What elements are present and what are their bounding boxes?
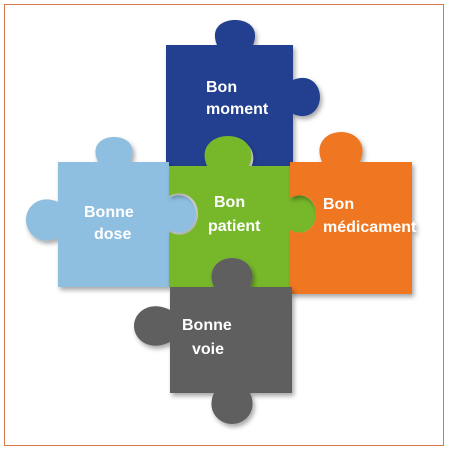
puzzle-piece-shape <box>166 20 320 168</box>
label-bon-medicament-line2: médicament <box>323 219 417 236</box>
label-bonne-dose-line2: dose <box>94 226 131 243</box>
puzzle-piece-shape <box>134 258 292 424</box>
puzzle-piece-bon-moment: Bon moment <box>166 20 320 168</box>
puzzle-piece-shape <box>26 137 196 287</box>
puzzle-piece-bonne-dose: Bonne dose <box>26 137 196 287</box>
puzzle-piece-bon-medicament: Bon médicament <box>290 132 417 294</box>
puzzle-piece-bonne-voie: Bonne voie <box>134 258 292 424</box>
puzzle-piece-shape <box>169 136 316 287</box>
puzzle-piece-shape <box>290 132 412 294</box>
label-bon-moment-line2: moment <box>206 101 269 118</box>
label-bon-patient-line1: Bon <box>214 194 245 211</box>
puzzle-piece-bon-patient: Bon patient <box>169 136 316 287</box>
label-bonne-voie-line2: voie <box>192 341 224 358</box>
label-bon-medicament-line1: Bon <box>323 196 354 213</box>
label-bonne-dose-line1: Bonne <box>84 204 134 221</box>
label-bon-patient-line2: patient <box>208 218 261 235</box>
label-bon-moment-line1: Bon <box>206 79 237 96</box>
label-bonne-voie-line1: Bonne <box>182 317 232 334</box>
